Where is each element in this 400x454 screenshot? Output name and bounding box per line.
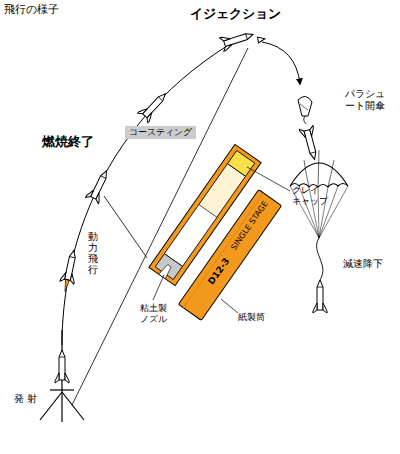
state-box: コースティング <box>125 126 196 139</box>
parachute-opening <box>298 96 321 161</box>
rocket <box>138 89 171 123</box>
nose-cone <box>257 36 265 43</box>
rocket <box>220 28 256 52</box>
part-label: 紙製筒 <box>238 312 265 323</box>
stage-label: イジェクション <box>190 6 281 22</box>
rocket <box>86 168 113 204</box>
node-text: コースティング <box>129 127 192 137</box>
rocket <box>313 280 327 313</box>
part-label: クレイ キャップ <box>292 185 328 207</box>
leader-line <box>104 196 147 258</box>
stage-label: 減速降下 <box>343 258 383 270</box>
stage-label: 発 射 <box>14 393 37 405</box>
part-label: 粘土製 ノズル <box>140 303 167 325</box>
leader-line <box>153 167 290 313</box>
parachute <box>290 150 348 280</box>
page-title: 飛行の様子 <box>4 3 59 16</box>
stage-label: 燃焼終了 <box>42 134 94 150</box>
rocket <box>58 249 80 293</box>
ejection-arrow <box>262 42 300 84</box>
leader-line <box>72 48 248 405</box>
stage-label: 動力飛行 <box>88 231 98 275</box>
launch-pad <box>40 330 84 422</box>
rocket <box>55 350 69 383</box>
paper-tube <box>178 190 281 321</box>
stage-label: パラシュ ート開傘 <box>345 88 385 112</box>
